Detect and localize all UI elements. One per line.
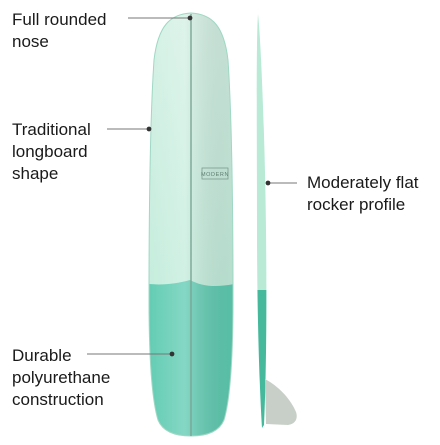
- callout-rocker: Moderately flat rocker profile: [307, 172, 419, 216]
- callout-rocker-line: rocker profile: [307, 195, 406, 214]
- fin: [265, 379, 297, 425]
- callout-nose: Full rounded nose: [12, 9, 107, 53]
- board-side-profile: [256, 14, 297, 428]
- callout-shape-line: shape: [12, 164, 59, 183]
- logo-text: MODERN: [201, 172, 229, 178]
- callout-shape-line: Traditional: [12, 120, 91, 139]
- shape-point: [146, 126, 152, 132]
- callout-material-line: polyurethane: [12, 368, 111, 387]
- rocker-point: [265, 180, 271, 186]
- callout-material: Durable polyurethane construction: [12, 345, 110, 411]
- callout-material-line: construction: [12, 390, 104, 409]
- material-point: [169, 351, 175, 357]
- nose-point: [187, 15, 193, 21]
- callout-rocker-line: Moderately flat: [307, 173, 419, 192]
- modern-logo: MODERN: [201, 167, 229, 180]
- leader-lines: [87, 15, 297, 357]
- callout-shape: Traditional longboard shape: [12, 119, 91, 185]
- callout-nose-line: Full rounded: [12, 10, 107, 29]
- callout-nose-line: nose: [12, 32, 49, 51]
- callout-shape-line: longboard: [12, 142, 88, 161]
- callout-material-line: Durable: [12, 346, 72, 365]
- board-top-view: MODERN: [148, 12, 234, 437]
